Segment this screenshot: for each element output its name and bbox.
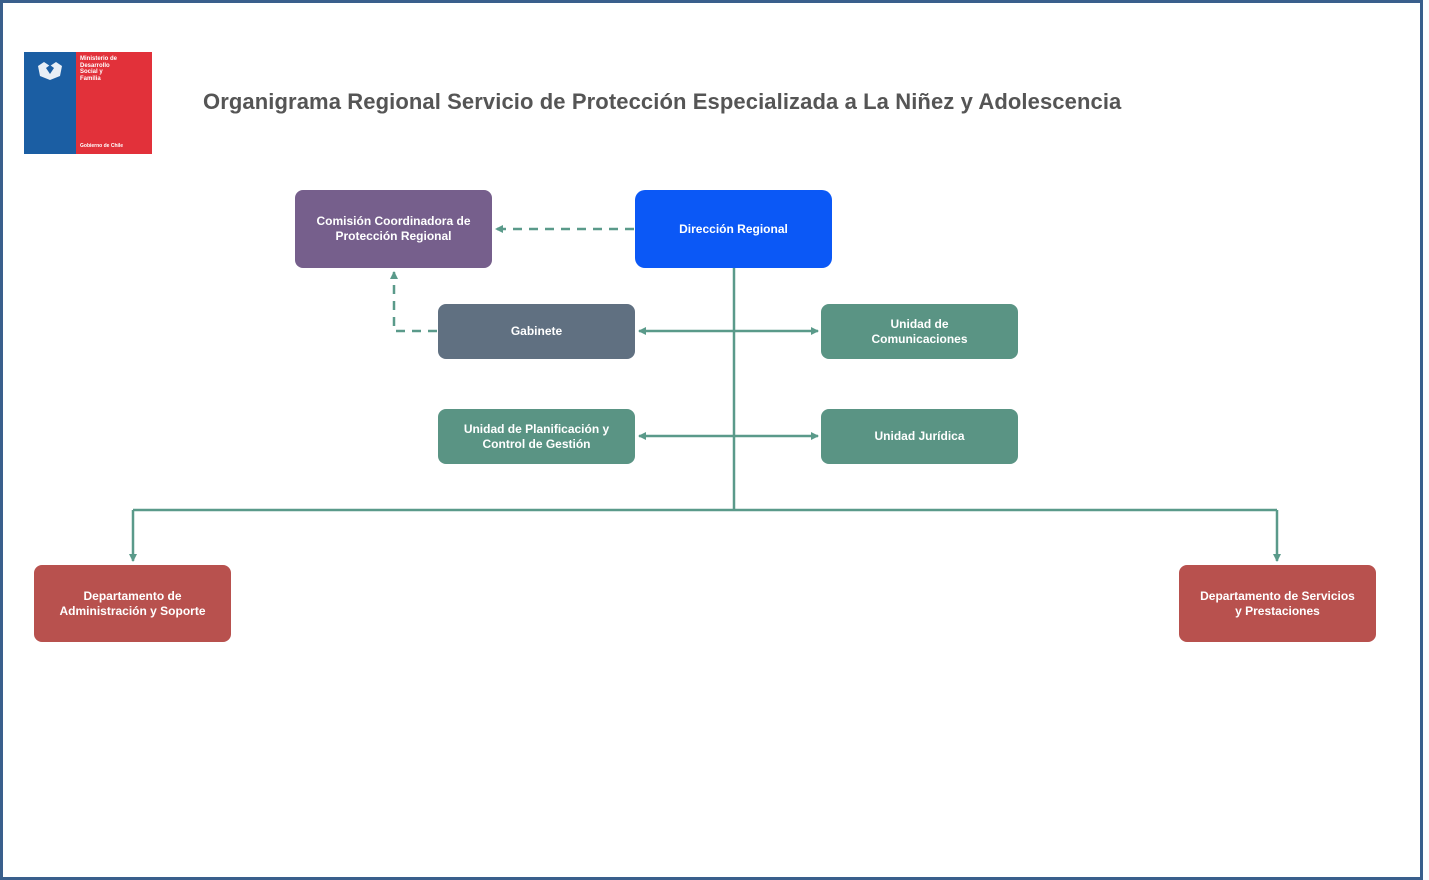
- logo-red-panel: Ministerio de Desarrollo Social y Famili…: [76, 52, 152, 154]
- page-title: Organigrama Regional Servicio de Protecc…: [203, 89, 1122, 114]
- node-depto-servicios[interactable]: Departamento de Servicios y Prestaciones: [1179, 565, 1376, 642]
- node-comision-coordinadora[interactable]: Comisión Coordinadora de Protección Regi…: [295, 190, 492, 268]
- connector-gabinete-comision: [390, 271, 437, 333]
- node-depto-administracion[interactable]: Departamento de Administración y Soporte: [34, 565, 231, 642]
- node-direccion-regional[interactable]: Dirección Regional: [635, 190, 832, 268]
- node-unidad-juridica[interactable]: Unidad Jurídica: [821, 409, 1018, 464]
- coat-of-arms-icon: [38, 62, 62, 80]
- logo-ministry-text: Ministerio de Desarrollo Social y Famili…: [80, 56, 118, 82]
- node-unidad-planificacion[interactable]: Unidad de Planificación y Control de Ges…: [438, 409, 635, 464]
- ministry-logo: Ministerio de Desarrollo Social y Famili…: [24, 52, 152, 154]
- logo-government-text: Gobierno de Chile: [80, 143, 124, 149]
- logo-blue-panel: [24, 52, 76, 154]
- node-unidad-comunicaciones[interactable]: Unidad de Comunicaciones: [821, 304, 1018, 359]
- node-gabinete[interactable]: Gabinete: [438, 304, 635, 359]
